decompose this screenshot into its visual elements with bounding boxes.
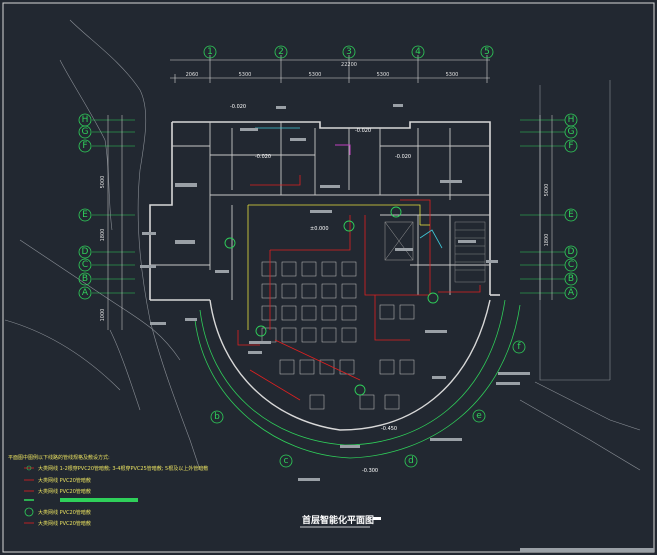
- arc-axis-bubbles: [210, 340, 526, 468]
- arc-axis-f: f: [517, 342, 521, 352]
- left-dim-1: 5000: [100, 176, 106, 189]
- right-dimension-line: [539, 115, 553, 300]
- right-grid-lines: [520, 119, 565, 294]
- grid-row-left-G: G: [82, 127, 89, 137]
- top-dimension: [170, 55, 490, 83]
- grid-row-left-D: D: [82, 247, 89, 257]
- right-dim-1: 5000: [544, 184, 550, 197]
- dim-text-3: 5300: [309, 72, 322, 78]
- grid-col-3: 3: [346, 47, 352, 57]
- grid-col-1: 1: [207, 47, 213, 57]
- grid-row-right-G: G: [568, 127, 575, 137]
- cable-routes-yellow: [247, 204, 430, 330]
- left-dimension-line: [107, 115, 123, 330]
- grid-row-right-F: F: [568, 141, 573, 151]
- elevation-label-4: ±0.000: [310, 226, 329, 232]
- elevation-label-6: -0.300: [362, 468, 378, 474]
- legend-item-6: 大类网线 PVC20管暗敷: [38, 520, 91, 527]
- grid-row-right-C: C: [568, 260, 574, 270]
- grid-row-right-H: H: [568, 115, 575, 125]
- grid-col-2: 2: [278, 47, 284, 57]
- left-grid-lines: [92, 119, 135, 294]
- legend-item-5: 大类网线 PVC20管暗敷: [38, 509, 91, 516]
- bottom-info-bar: [520, 548, 654, 552]
- dim-text-2: 5300: [239, 72, 252, 78]
- arc-axis-b: b: [214, 412, 220, 422]
- grid-row-left-F: F: [82, 141, 87, 151]
- grid-row-left-H: H: [82, 115, 89, 125]
- cable-routes-red: [237, 175, 481, 401]
- legend-item-2: 大类网线 PVC20管暗敷: [38, 477, 91, 484]
- cable-routes-cyan: [255, 127, 443, 249]
- left-grid-circles: [78, 113, 92, 300]
- arc-axis-e: e: [476, 411, 482, 421]
- column-grid-bubbles: [203, 45, 494, 59]
- grid-row-right-E: E: [568, 210, 574, 220]
- annotation-bars: [140, 104, 530, 481]
- grid-row-right-B: B: [568, 274, 574, 284]
- dining-tables: [261, 261, 415, 410]
- elevation-label-1: -0.020: [230, 104, 246, 110]
- grid-row-right-D: D: [568, 247, 575, 257]
- left-dim-2: 1800: [100, 229, 106, 242]
- device-markers: [224, 206, 439, 396]
- dim-text-1: 2060: [186, 72, 199, 78]
- dim-text-4: 5300: [377, 72, 390, 78]
- legend-item-3: 大类网线 PVC20管暗敷: [38, 488, 91, 495]
- left-dim-3: 1000: [100, 309, 106, 322]
- stairs-right: [454, 221, 486, 283]
- grid-row-left-C: C: [82, 260, 88, 270]
- arc-axis-d: d: [408, 456, 414, 466]
- curved-facade: [194, 299, 521, 459]
- title-scale-bar: [373, 517, 381, 520]
- building-walls: [149, 121, 500, 301]
- legend-heading: 平面图中图例以下线路的管线规格及敷设方式:: [8, 454, 110, 461]
- right-dim-2: 1800: [544, 234, 550, 247]
- grid-row-right-A: A: [568, 288, 575, 298]
- legend-symbols: [24, 465, 138, 524]
- elevation-label-3: -0.020: [395, 154, 411, 160]
- elevation-label-5: -0.450: [381, 426, 397, 432]
- overall-dimension-text: 22200: [341, 62, 357, 68]
- interior-walls: [150, 122, 490, 300]
- grid-row-left-B: B: [82, 274, 88, 284]
- legend-item-1: 大类网线 1-2根穿PVC20管暗敷; 3-4根穿PVC25管暗敷; 5根及以上…: [38, 465, 208, 472]
- grid-col-5: 5: [484, 47, 490, 57]
- grid-col-4: 4: [415, 47, 421, 57]
- drawing-title: 首层智能化平面图: [302, 514, 374, 526]
- right-grid-circles: [564, 113, 578, 300]
- elevator-room: [384, 221, 414, 261]
- arc-axis-c: c: [284, 456, 289, 466]
- dim-text-5: 5300: [446, 72, 459, 78]
- magenta-fixture: [335, 144, 351, 155]
- elevation-label-2: -0.020: [355, 128, 371, 134]
- elevation-label-7: -0.020: [255, 154, 271, 160]
- grid-row-left-A: A: [82, 288, 89, 298]
- grid-row-left-E: E: [82, 210, 88, 220]
